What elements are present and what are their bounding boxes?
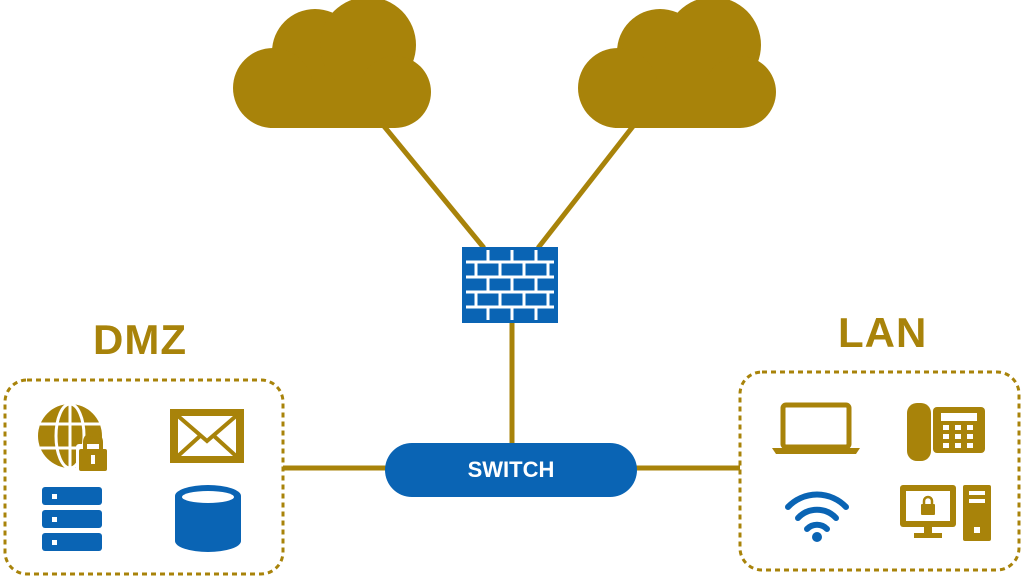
server-icon bbox=[42, 487, 102, 551]
switch-label: SWITCH bbox=[467, 457, 555, 482]
cloud-icon bbox=[578, 0, 776, 128]
laptop-icon bbox=[772, 402, 860, 454]
globe-lock-icon bbox=[38, 402, 110, 474]
wifi-icon bbox=[785, 491, 849, 542]
cloud-left-to-firewall-link bbox=[381, 123, 486, 250]
cloud-icon bbox=[233, 0, 431, 128]
envelope-icon bbox=[170, 409, 244, 463]
lan-label: LAN bbox=[838, 309, 928, 356]
dmz-zone-box bbox=[3, 378, 285, 576]
database-icon bbox=[175, 485, 241, 552]
desk-phone-icon bbox=[907, 403, 985, 461]
dmz-label: DMZ bbox=[93, 316, 187, 363]
firewall-icon bbox=[462, 247, 558, 323]
cloud-right-to-firewall-link bbox=[536, 123, 636, 250]
lan-zone-box bbox=[738, 370, 1021, 572]
switch-node bbox=[385, 443, 637, 497]
desktop-computer-icon bbox=[900, 485, 991, 541]
connection-lines bbox=[283, 123, 740, 471]
